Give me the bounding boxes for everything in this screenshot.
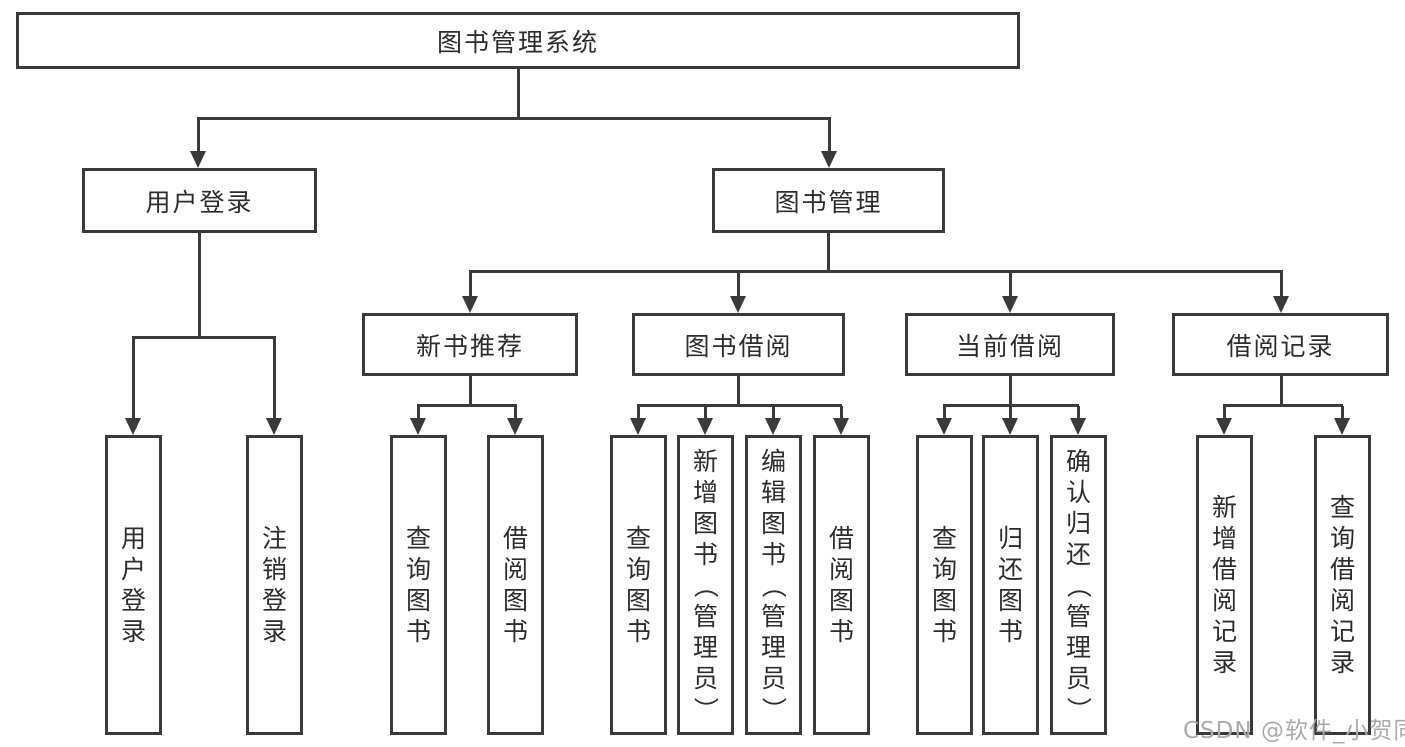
- connector-drop-leaf: [1341, 406, 1344, 419]
- connector-drop-borrowing-records: [1280, 272, 1283, 297]
- node-label: 借阅记录: [1226, 331, 1335, 361]
- node-label: 图书借阅: [684, 331, 793, 361]
- connector-drop-leaf: [840, 406, 843, 419]
- arrowhead-user-login: [190, 151, 206, 168]
- connector-drop-book-management: [828, 120, 831, 152]
- leaf-label: 编辑图书（管理员）: [758, 446, 788, 722]
- leaf-add-borrow-record: 新增借阅记录: [1196, 435, 1253, 735]
- arrowhead-current-borrowing: [1002, 296, 1018, 313]
- connector-user-login-stem: [198, 232, 201, 338]
- connector-recommend-rail: [417, 404, 517, 407]
- leaf-confirm-return-admin: 确认归还（管理员）: [1050, 435, 1107, 735]
- node-label: 用户登录: [145, 187, 254, 217]
- arrowhead-leaf: [697, 418, 713, 435]
- leaf-add-books-admin: 新增图书（管理员）: [677, 435, 734, 735]
- connector-level2-rail: [469, 270, 1283, 273]
- connector-drop-leaf: [514, 406, 517, 419]
- arrowhead-book-borrowing: [730, 296, 746, 313]
- leaf-label: 查询图书: [625, 524, 651, 646]
- arrowhead-leaf: [765, 418, 781, 435]
- arrowhead-leaf: [507, 418, 523, 435]
- arrowhead-leaf: [833, 418, 849, 435]
- leaf-query-books-2: 查询图书: [610, 435, 667, 735]
- arrowhead-leaf: [1334, 418, 1350, 435]
- node-book-management: 图书管理: [712, 168, 945, 233]
- leaf-query-books-3: 查询图书: [916, 435, 973, 735]
- leaf-label: 查询借阅记录: [1329, 493, 1355, 677]
- leaf-label: 查询图书: [931, 524, 957, 646]
- connector-user-login-rail: [132, 336, 276, 339]
- connector-drop-leaf: [943, 406, 946, 419]
- leaf-borrow-books-1: 借阅图书: [487, 435, 544, 735]
- connector-drop-leaf: [637, 406, 640, 419]
- connector-drop-leaf: [1077, 406, 1080, 419]
- connector-current-borrowing-stem: [1009, 376, 1012, 406]
- arrowhead-book-management: [821, 151, 837, 168]
- node-label: 当前借阅: [955, 331, 1064, 361]
- connector-borrowing-rail: [637, 404, 842, 407]
- arrowhead-logout: [266, 418, 282, 435]
- connector-drop-current-borrowing: [1009, 272, 1012, 297]
- leaf-label: 新增图书（管理员）: [690, 446, 720, 722]
- leaf-logout-login: 注销登录: [246, 435, 303, 735]
- node-new-book-recommend: 新书推荐: [362, 313, 578, 376]
- connector-root-stem: [517, 68, 520, 119]
- connector-new-book-recommend-stem: [469, 376, 472, 406]
- node-library-management-system: 图书管理系统: [16, 12, 1020, 69]
- arrowhead-new-book-recommend: [462, 296, 478, 313]
- node-user-login: 用户登录: [82, 168, 317, 233]
- connector-drop-leaf: [704, 406, 707, 419]
- node-book-borrowing: 图书借阅: [632, 313, 845, 376]
- node-borrowing-records: 借阅记录: [1172, 313, 1389, 376]
- connector-drop-leaf: [1223, 406, 1226, 419]
- arrowhead-login: [125, 418, 141, 435]
- connector-drop-login: [132, 338, 135, 419]
- arrowhead-borrowing-records: [1273, 296, 1289, 313]
- leaf-label: 查询图书: [405, 524, 431, 646]
- connector-drop-leaf: [772, 406, 775, 419]
- leaf-label: 用户登录: [120, 524, 146, 646]
- connector-current-rail: [943, 404, 1079, 407]
- leaf-label: 借阅图书: [828, 524, 854, 646]
- connector-drop-user-login: [197, 120, 200, 152]
- node-label: 图书管理: [774, 187, 883, 217]
- leaf-label: 归还图书: [997, 524, 1023, 646]
- leaf-label: 借阅图书: [502, 524, 528, 646]
- leaf-edit-books-admin: 编辑图书（管理员）: [745, 435, 802, 735]
- arrowhead-leaf: [410, 418, 426, 435]
- connector-drop-book-borrowing: [737, 272, 740, 297]
- leaf-query-borrow-record: 查询借阅记录: [1314, 435, 1371, 735]
- arrowhead-leaf: [1070, 418, 1086, 435]
- leaf-return-books: 归还图书: [982, 435, 1039, 735]
- leaf-label: 注销登录: [261, 524, 287, 646]
- node-current-borrowing: 当前借阅: [905, 313, 1115, 376]
- leaf-label: 确认归还（管理员）: [1063, 446, 1093, 722]
- leaf-query-books-1: 查询图书: [390, 435, 447, 735]
- arrowhead-leaf: [1002, 418, 1018, 435]
- connector-drop-new-book-recommend: [469, 272, 472, 297]
- arrowhead-leaf: [936, 418, 952, 435]
- connector-drop-leaf: [1009, 406, 1012, 419]
- connector-book-borrowing-stem: [737, 376, 740, 406]
- arrowhead-leaf: [630, 418, 646, 435]
- leaf-user-login: 用户登录: [105, 435, 162, 735]
- leaf-borrow-books-2: 借阅图书: [813, 435, 870, 735]
- connector-records-rail: [1223, 404, 1343, 407]
- connector-root-rail: [197, 117, 831, 120]
- connector-borrowing-records-stem: [1280, 376, 1283, 406]
- arrowhead-leaf: [1216, 418, 1232, 435]
- leaf-label: 新增借阅记录: [1211, 493, 1237, 677]
- connector-drop-logout: [273, 338, 276, 419]
- node-label: 新书推荐: [415, 331, 524, 361]
- connector-drop-leaf: [417, 406, 420, 419]
- node-label: 图书管理系统: [436, 27, 599, 57]
- csdn-watermark: CSDN @软件_小贺同学: [1183, 718, 1405, 744]
- connector-book-management-stem: [827, 232, 830, 272]
